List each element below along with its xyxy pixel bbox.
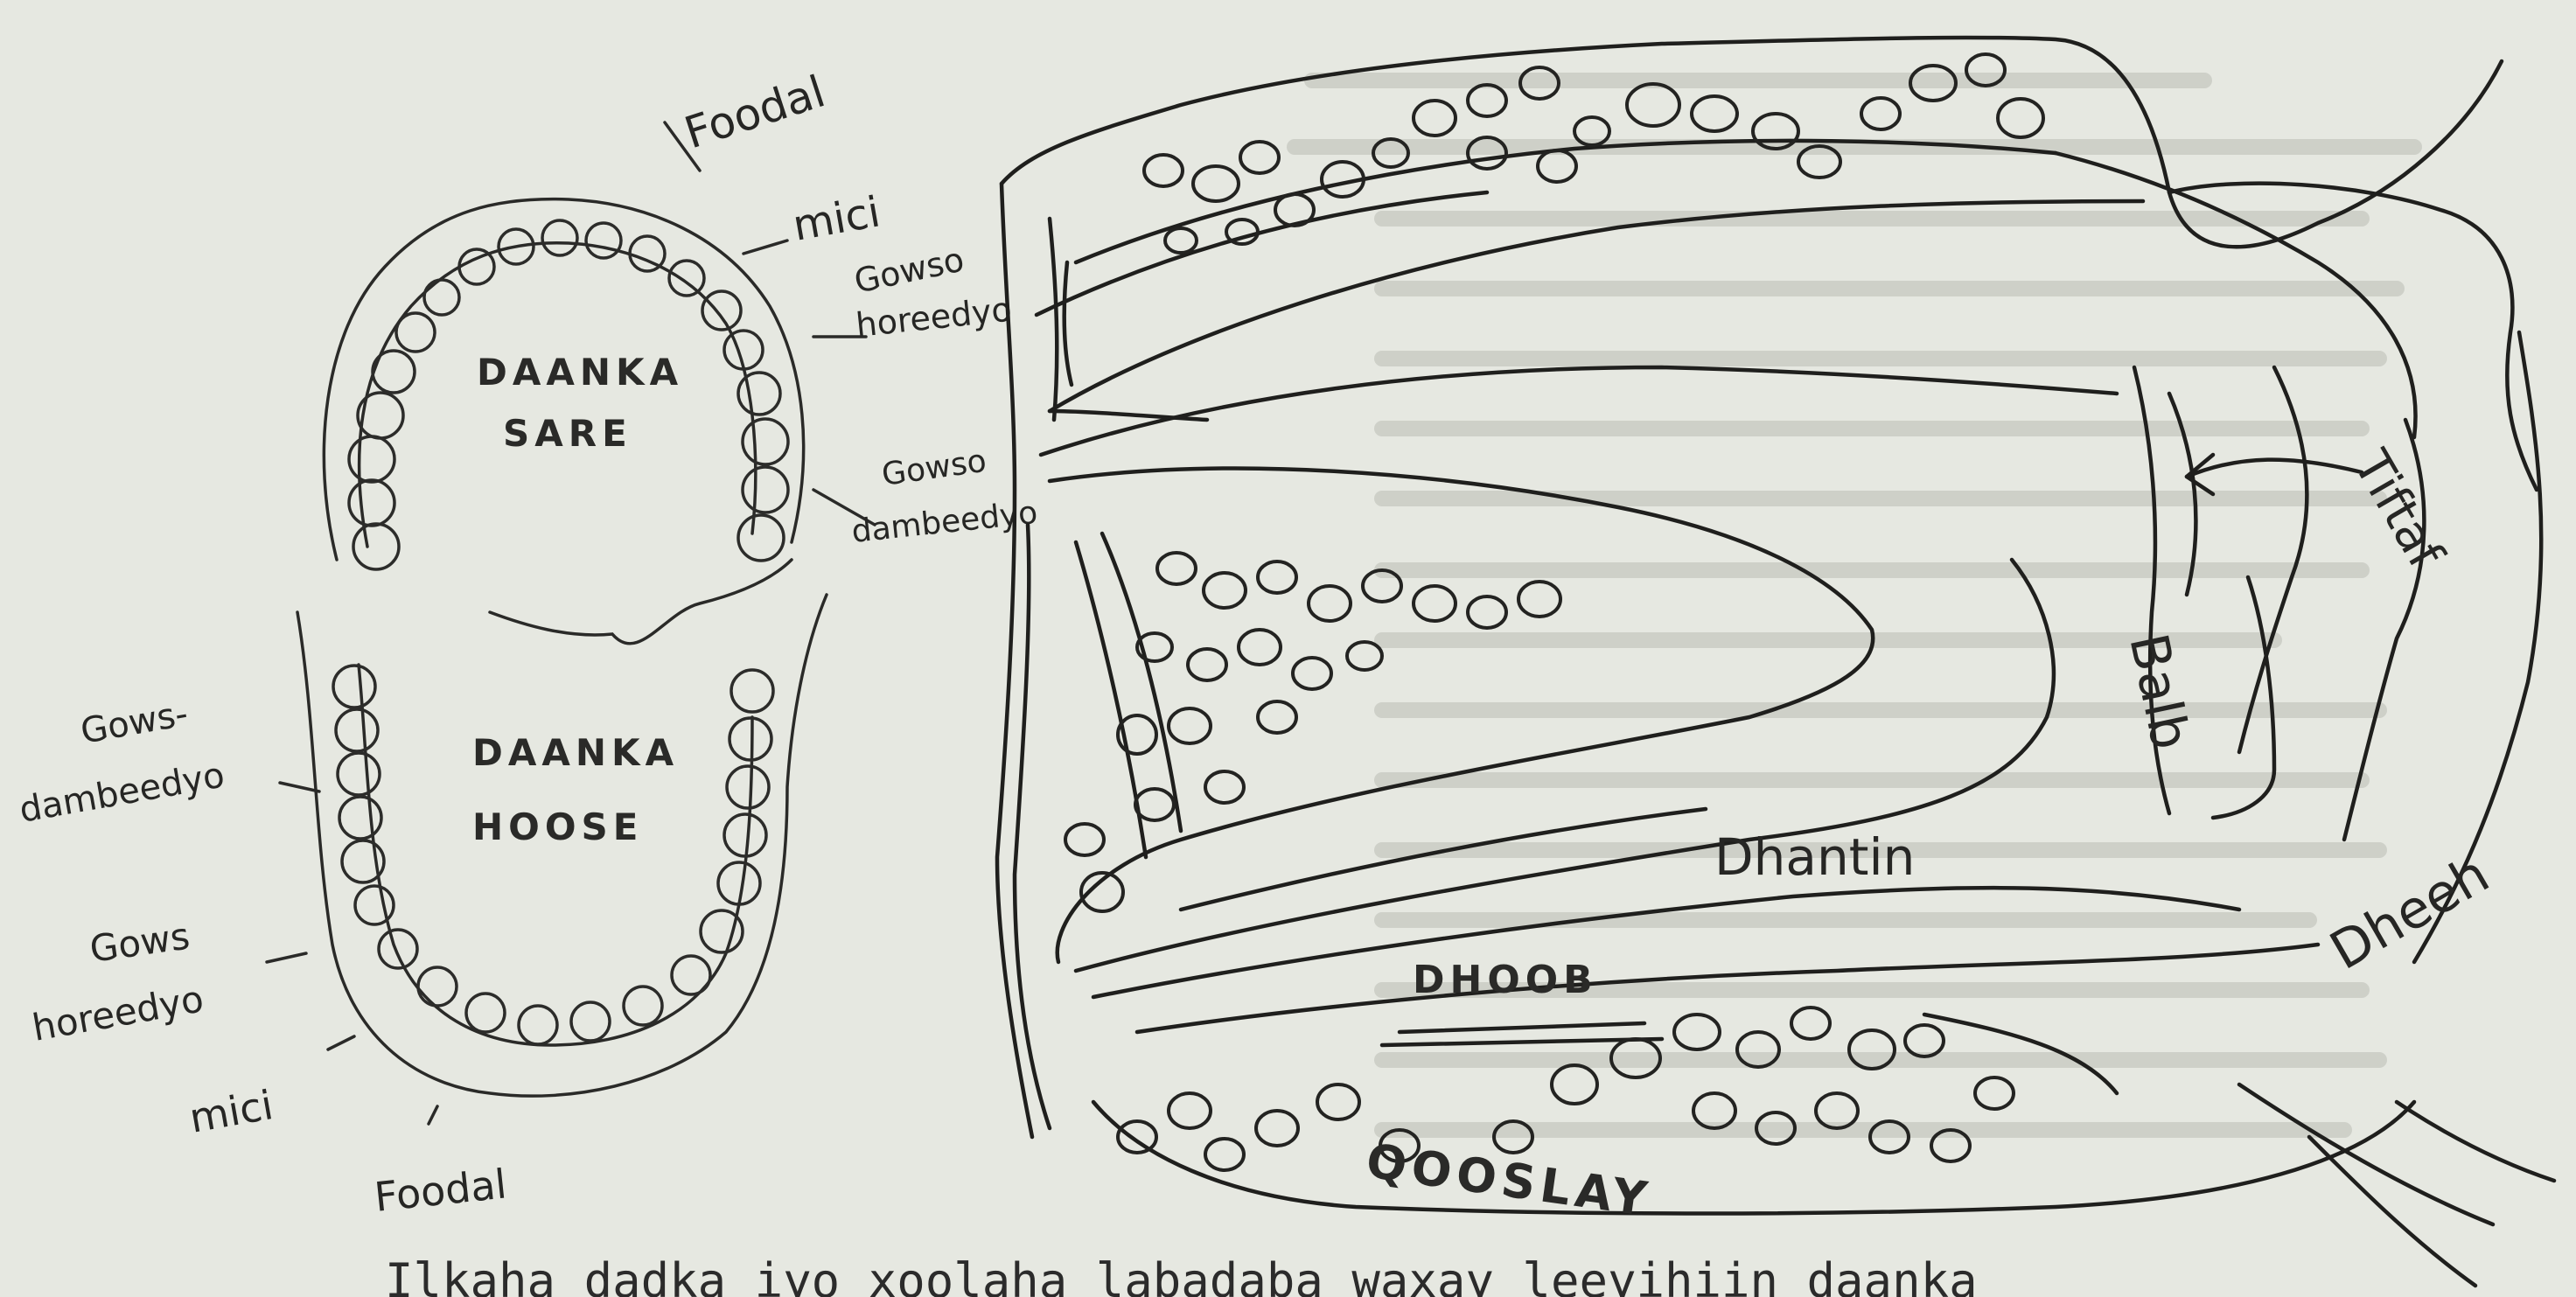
upper-jaw-label-line2: SARE — [503, 412, 632, 455]
label-dhoob: DHOOB — [1413, 958, 1598, 1002]
label-mici-bottom: mici — [186, 1081, 277, 1142]
label-gowso-horeedyo-line1: Gowso — [851, 240, 967, 300]
label-gowso-dambeedyo-line2: dambeedyo — [850, 495, 1039, 550]
label-gows-dambeedyo-line2: dambeedyo — [17, 755, 227, 830]
label-foodal-top: Foodal — [679, 66, 831, 158]
dental-arch-figure — [267, 122, 875, 1124]
label-dhantin: Dhantin — [1714, 827, 1915, 887]
label-mici-top: mici — [789, 187, 883, 250]
label-foodal-bottom: Foodal — [373, 1160, 509, 1221]
lower-gland-cells — [1118, 1008, 2014, 1170]
label-gowso-dambeedyo-line1: Gowso — [880, 443, 989, 493]
label-dheeh: Dheeh — [2321, 843, 2500, 982]
label-gows-dambeedyo-line1: Gows- — [78, 694, 192, 752]
label-tiftaf: Tiftaf — [2342, 441, 2454, 579]
upper-teeth — [349, 220, 788, 569]
lower-jaw-label-line1: DAANKA — [472, 731, 679, 774]
lower-teeth — [333, 666, 773, 1044]
upper-jaw-label-line1: DAANKA — [477, 351, 683, 394]
lower-jaw-label-line2: HOOSE — [472, 805, 644, 848]
typed-caption: Ilkaha dadka iyo xoolaha labadaba waxay … — [385, 1253, 1978, 1297]
label-gows-horeedyo-line1: Gows — [87, 914, 192, 970]
label-gowso-horeedyo-line2: horeedyo — [854, 290, 1013, 345]
label-gows-horeedyo-line2: horeedyo — [29, 977, 206, 1049]
